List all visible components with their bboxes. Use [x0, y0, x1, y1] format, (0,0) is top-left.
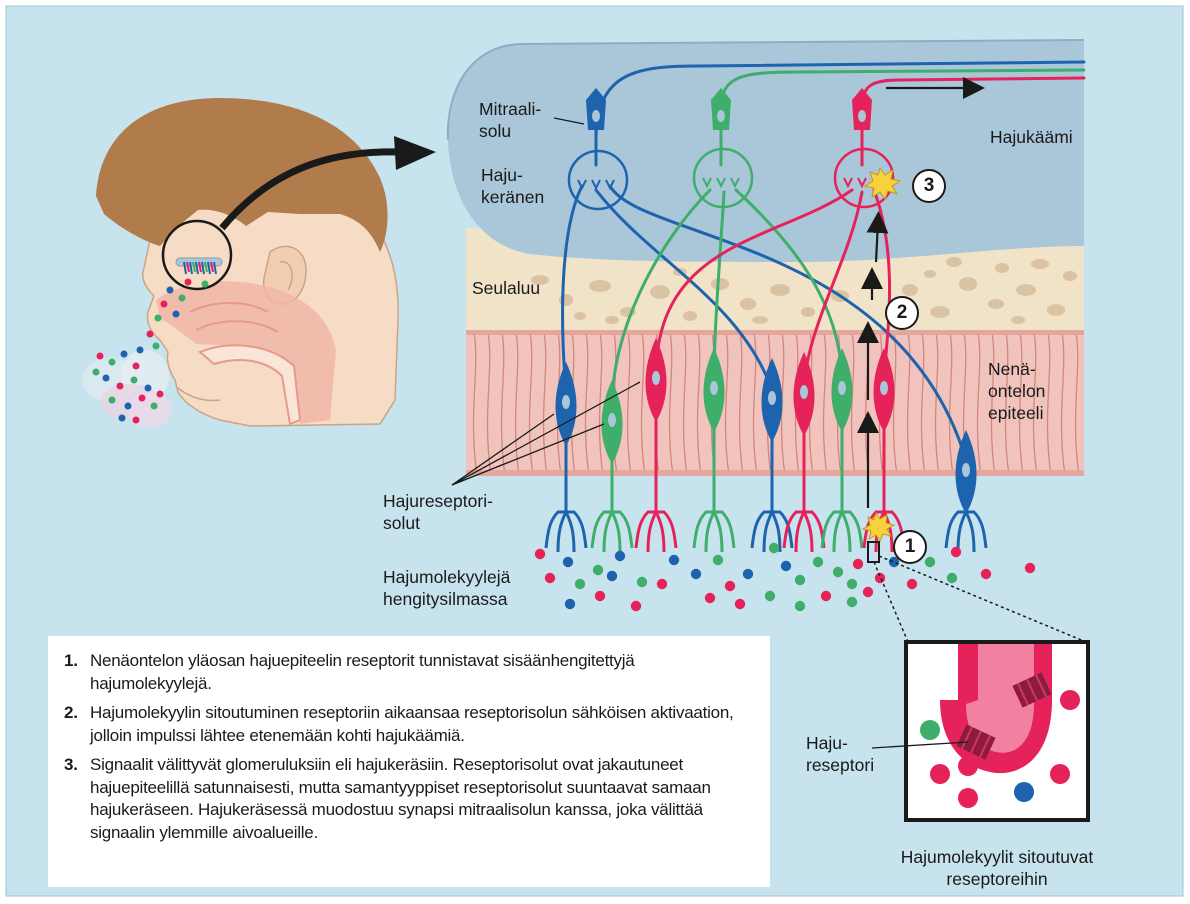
epithelium-texture: [472, 331, 1080, 476]
step-marker-3: 3: [912, 169, 946, 203]
step-item-2: 2. Hajumolekyylin sitoutuminen reseptorii…: [64, 702, 752, 747]
receptor-neuron: [782, 352, 826, 553]
zoom-arrow: [219, 148, 401, 231]
inset-artwork: [920, 644, 1080, 808]
head-odor-dots: [92, 278, 209, 424]
activation-bursts: [861, 166, 902, 543]
receptor-neuron: [944, 430, 988, 553]
step-number: 2.: [64, 703, 78, 722]
inset-caption: Hajumolekyylit sitoutuvat reseptoreihin: [900, 847, 1094, 889]
mitral-cells: [586, 88, 872, 130]
glomerulus-label: Haju- keränen: [481, 165, 545, 207]
receptor-neuron: [750, 358, 794, 553]
mitral-cell-label: Mitraali- solu: [479, 99, 542, 141]
receptor-cell-leaders: [451, 381, 641, 486]
step-list: 1. Nenäontelon yläosan hajuepiteelin rese…: [48, 636, 770, 844]
step-marker-1: 1: [893, 530, 927, 564]
impulse-arrows: [857, 77, 985, 508]
nasal-epithelium-label: Nenä- ontelon epiteeli: [988, 359, 1046, 423]
odor-molecules-label: Hajumolekyylejä hengitysilmassa: [383, 567, 511, 609]
receptor-neuron: [692, 348, 736, 553]
glomeruli: [567, 147, 895, 211]
olfactory-bulb-label: Hajukäämi: [990, 127, 1073, 147]
receptor-cells-label: Hajureseptori- solut: [383, 491, 493, 533]
odor-molecules: [534, 542, 1036, 612]
step-marker-2: 2: [885, 296, 919, 330]
step-number: 3.: [64, 755, 78, 774]
step-text: Signaalit välittyvät glomeruluksiin eli …: [90, 755, 711, 842]
receptor-label: Haju- reseptori: [806, 733, 875, 775]
step-item-3: 3. Signaalit välittyvät glomeruluksiin el…: [64, 754, 752, 844]
receptor-zoom-box: [867, 541, 880, 563]
glomerulus-forks: [577, 177, 867, 191]
step-text: Hajumolekyylin sitoutuminen reseptoriin …: [90, 703, 734, 745]
receptor-neuron: [590, 380, 634, 553]
step-item-1: 1. Nenäontelon yläosan hajuepiteelin rese…: [64, 650, 752, 695]
step-number: 1.: [64, 651, 78, 670]
receptor-neuron: [634, 338, 678, 553]
zoom-arrow-head: [394, 136, 436, 170]
cribriform-plate-label: Seulaluu: [472, 278, 541, 298]
receptor-leader: [871, 741, 969, 749]
explanation-box: 1. Nenäontelon yläosan hajuepiteelin rese…: [48, 636, 770, 887]
receptor-neuron: [820, 348, 864, 553]
bone-texture: [531, 257, 1077, 324]
step-text: Nenäontelon yläosan hajuepiteelin resept…: [90, 651, 635, 693]
head-illustration: [82, 98, 399, 428]
